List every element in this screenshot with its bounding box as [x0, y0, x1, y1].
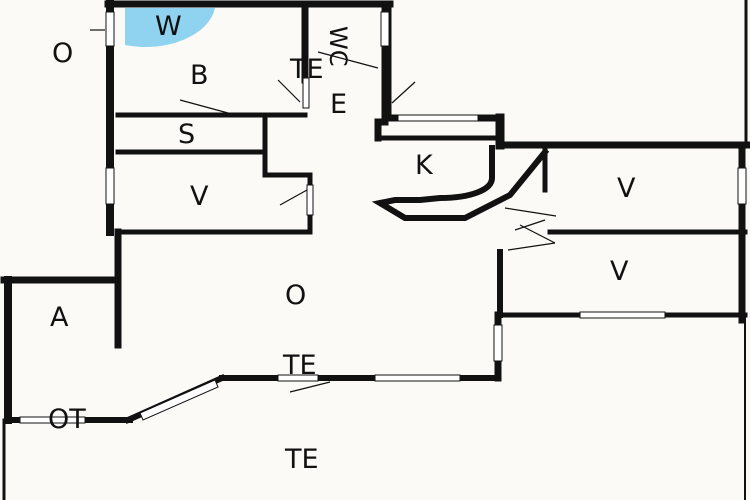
door-swing — [507, 242, 556, 251]
door-swing — [289, 381, 331, 393]
bathroom-shower-accent — [125, 8, 215, 47]
window — [380, 11, 390, 47]
window — [139, 379, 219, 421]
label-b: B — [190, 60, 209, 91]
label-w: W — [155, 11, 182, 42]
label-te-middle: TE — [282, 350, 317, 381]
kitchen-counter — [371, 145, 550, 221]
window — [277, 374, 319, 382]
door-swing — [391, 81, 416, 104]
label-te-bottom: TE — [284, 444, 319, 475]
window — [579, 311, 666, 319]
door-swing — [514, 219, 546, 231]
window — [493, 324, 503, 362]
window — [737, 167, 747, 205]
window — [306, 184, 314, 216]
door-swing — [519, 224, 556, 244]
label-e: E — [330, 89, 347, 120]
label-te-hall: TE — [289, 54, 324, 85]
label-s: S — [178, 119, 195, 150]
door-swings — [90, 29, 557, 393]
door-swing — [279, 189, 308, 206]
label-ot: OT — [48, 404, 86, 435]
label-o-main: O — [285, 280, 306, 311]
door-swing — [317, 51, 379, 69]
window — [397, 114, 479, 122]
windows — [19, 11, 747, 424]
label-v-right-bottom: V — [610, 256, 629, 287]
door-swing — [179, 99, 229, 114]
label-o-outside: O — [52, 38, 73, 69]
door-swing — [277, 79, 301, 103]
window — [105, 11, 115, 47]
window — [105, 167, 115, 205]
label-v-left: V — [190, 181, 209, 212]
window — [19, 416, 86, 424]
label-wc: WC — [324, 26, 352, 67]
window — [374, 374, 461, 382]
room-labels: W B WC TE E S K V V V O O A OT TE TE — [48, 11, 636, 475]
label-k: K — [415, 150, 434, 181]
label-v-right-top: V — [617, 173, 636, 204]
door-swing — [504, 207, 557, 217]
label-a: A — [50, 302, 69, 333]
window — [302, 77, 310, 109]
